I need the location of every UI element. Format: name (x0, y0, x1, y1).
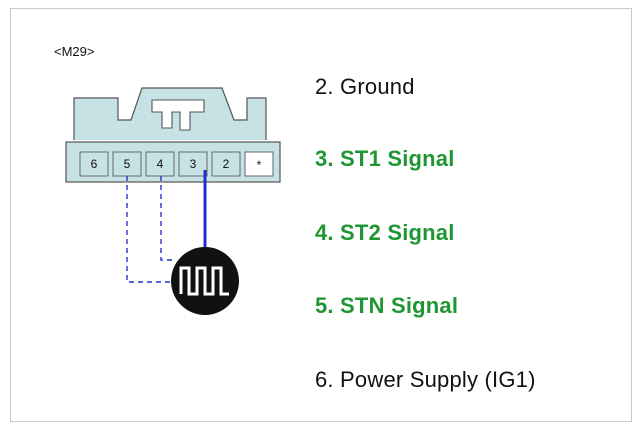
legend-item-st2-signal: 4. ST2 Signal (315, 220, 455, 245)
pin-label-star: * (257, 158, 262, 172)
pin-label-5: 5 (124, 157, 131, 171)
pin-label-3: 3 (190, 157, 197, 171)
pin-cell-4 (145, 151, 175, 177)
wire-pin5-dashed (126, 176, 176, 283)
pin-cell-star (244, 151, 274, 177)
square-wave-signal-icon (171, 247, 239, 315)
pin-label-2: 2 (223, 157, 230, 171)
wire-pin4-dashed (160, 176, 176, 261)
pin-cell-2 (211, 151, 241, 177)
pin-cell-3 (178, 151, 208, 177)
legend-item-st1-signal: 3. ST1 Signal (315, 146, 455, 171)
legend-item-stn-signal: 5. STN Signal (315, 293, 459, 318)
legend-item-ground: 2. Ground (315, 74, 415, 99)
connector-key (151, 99, 205, 131)
pin-cells (79, 151, 274, 177)
pin-cell-6 (79, 151, 109, 177)
legend-item-power-supply: 6. Power Supply (IG1) (315, 367, 536, 392)
pin-label-6: 6 (91, 157, 98, 171)
diagram-frame (10, 8, 632, 422)
pin-label-4: 4 (157, 157, 164, 171)
connector-id-label: <M29> (54, 44, 95, 59)
